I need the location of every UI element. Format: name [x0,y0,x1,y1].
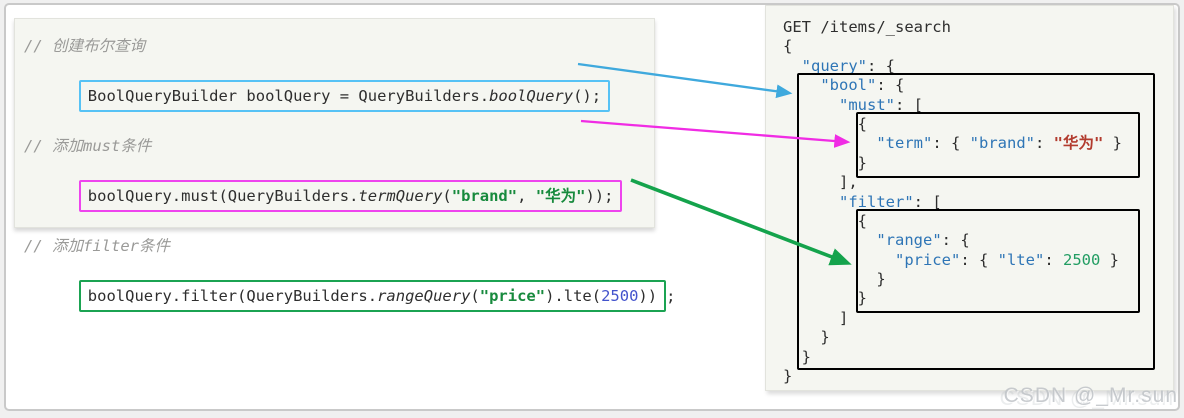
code-token [783,76,820,94]
code-line: { [783,115,1173,134]
code-token [783,57,802,75]
code-line: "query": { [783,57,1173,76]
must-code-box: boolQuery.must(QueryBuilders.termQuery("… [78,180,623,212]
code-line: "must": [ [783,96,1173,115]
code-token: : [1034,134,1054,153]
code-line: GET /items/_search [783,18,1173,37]
code-line: "bool": { [783,76,1173,95]
code-token: // 添加filter条件 [24,237,170,255]
code-token: BoolQueryBuilder boolQuery = QueryBuilde… [87,87,490,105]
code-token: "brand" [451,187,518,205]
filter-code-box: boolQuery.filter(QueryBuilders.rangeQuer… [78,280,667,312]
java-code-panel: // 创建布尔查询 BoolQueryBuilder boolQuery = Q… [14,18,675,312]
code-token: boolQuery [489,87,574,105]
comment-add-must: // 添加must条件 [24,136,654,156]
code-token: ( [470,287,480,305]
code-token: 2500 [601,287,639,305]
code-token: "brand" [969,134,1035,153]
code-token [783,193,839,211]
code-line: } [783,154,1173,173]
code-token: } [1100,250,1119,269]
code-line: ] [783,309,1173,328]
code-token: "lte" [997,250,1045,269]
code-token: "filter" [839,192,914,211]
code-token: : { [867,56,895,75]
code-line: } [783,367,1173,386]
bool-query-code-row: BoolQueryBuilder boolQuery = QueryBuilde… [21,61,654,131]
code-token: : [1044,250,1063,269]
code-line: { [783,37,1173,56]
trailing-semicolon: ; [666,287,676,306]
code-line: "term": { "brand": "华为" } [783,134,1173,153]
code-line: ], [783,173,1173,192]
code-line: "price": { "lte": 2500 } [783,251,1173,270]
code-token: "华为" [1053,134,1104,153]
code-token: : { [876,76,905,95]
code-token: ( [442,187,452,205]
code-token [783,96,839,114]
code-token: (); [573,87,602,105]
code-token: boolQuery.must(QueryBuilders. [87,187,359,205]
watermark: CSDN @_Mr.sun [1003,384,1178,407]
code-token: GET /items/_search [783,18,951,36]
dsl-code-block: GET /items/_search{ "query": { "bool": {… [766,6,1173,390]
code-token: "must" [839,95,895,114]
code-token: : [ [895,95,923,114]
code-token: // 创建布尔查询 [24,37,145,55]
filter-code-row: boolQuery.filter(QueryBuilders.rangeQuer… [21,261,675,331]
code-token: termQuery [358,187,443,205]
code-token: ] [783,308,849,327]
code-token: ], [783,173,858,192]
code-token: } [1103,134,1122,153]
code-token: { [783,37,793,56]
code-token: "price" [894,250,961,269]
code-token: // 添加must条件 [24,137,152,155]
code-token: boolQuery.filter(QueryBuilders. [87,287,378,305]
code-token: : { [941,231,970,250]
comment-create-bool-query: // 创建布尔查询 [24,36,654,56]
code-token: : [ [913,192,942,211]
code-token: "query" [801,56,867,75]
code-token: } [783,270,886,289]
code-token [783,231,876,249]
code-token: "bool" [820,76,877,95]
code-line: } [783,289,1173,308]
code-line: { [783,212,1173,231]
code-line: } [783,348,1173,367]
code-token: ).lte( [545,287,602,305]
code-token [783,134,876,152]
code-token: } [783,328,830,347]
code-line: "filter": [ [783,193,1173,212]
code-token: rangeQuery [377,287,471,305]
code-token: )) [638,287,658,305]
code-line: } [783,270,1173,289]
code-token: { [783,114,867,133]
bool-query-code-box: BoolQueryBuilder boolQuery = QueryBuilde… [78,80,611,112]
code-token: "price" [479,287,546,305]
code-token: , [517,187,536,205]
code-token: "term" [876,134,933,153]
code-token: } [783,153,867,172]
code-token: { [783,211,867,230]
code-token: } [783,367,793,386]
code-token: } [783,289,867,308]
comment-add-filter: // 添加filter条件 [24,236,654,256]
code-token: : { [960,250,998,269]
code-line: "range": { [783,231,1173,250]
code-token: } [783,347,811,366]
code-token: )); [585,187,614,205]
code-token [783,251,895,269]
code-token: : { [932,134,970,153]
must-code-row: boolQuery.must(QueryBuilders.termQuery("… [21,161,654,231]
code-line: } [783,328,1173,347]
code-token: "华为" [535,187,586,205]
code-token: "range" [876,231,942,250]
dsl-query-panel: GET /items/_search{ "query": { "bool": {… [765,5,1174,391]
code-token: 2500 [1062,250,1101,269]
